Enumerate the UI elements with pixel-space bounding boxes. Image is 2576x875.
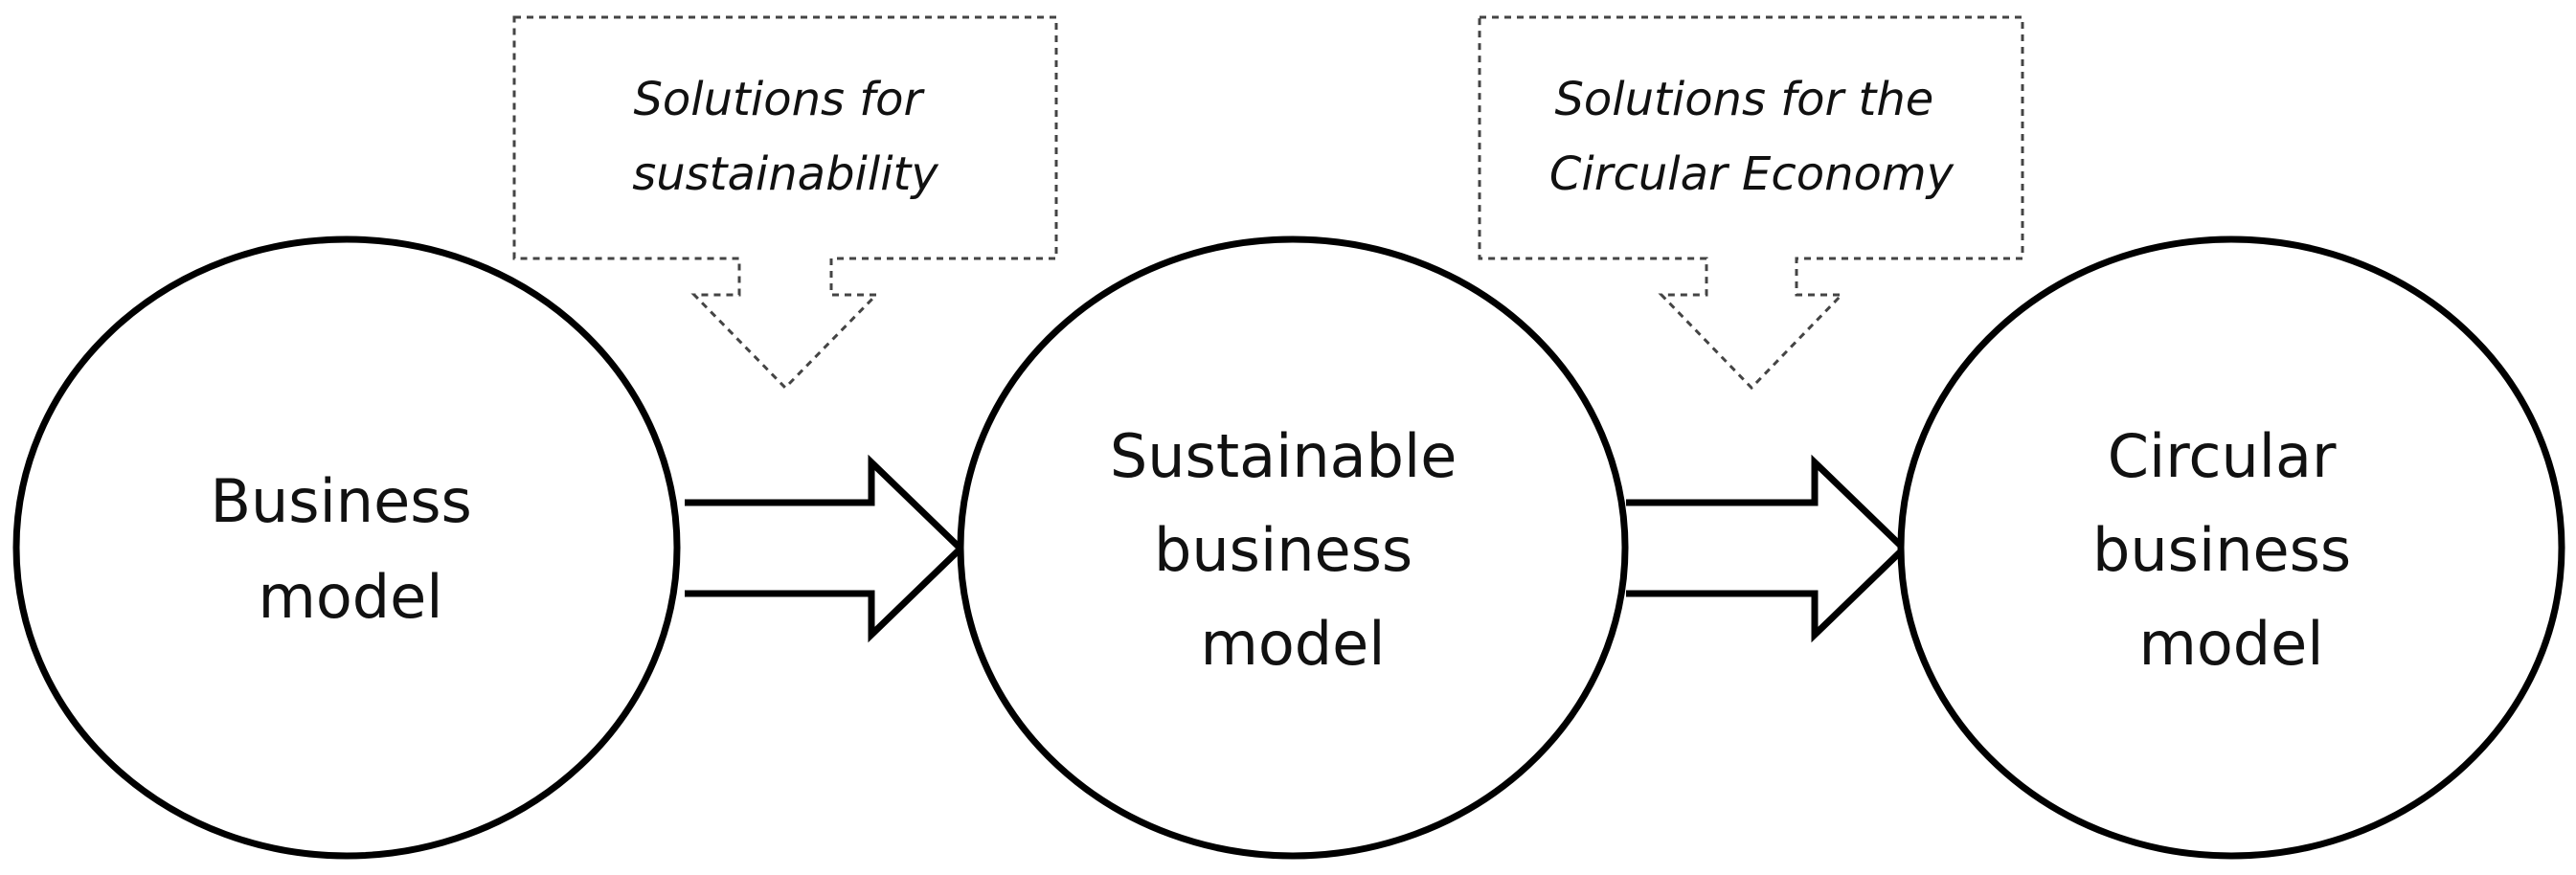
node-label-line: Sustainable — [1110, 421, 1457, 491]
svg-text:Circular business: Circular business model — [2092, 421, 2370, 679]
node-sustainable-business-model: Sustainable business model — [957, 236, 1629, 860]
svg-text:Sustainable business: Sustainable business model — [1110, 421, 1476, 679]
callout-line: sustainability — [632, 147, 938, 201]
node-business-model: Business model — [12, 236, 681, 860]
svg-text:Solutions for the Circul: Solutions for the Circular Economy — [1549, 73, 1955, 201]
node-circle — [12, 236, 681, 860]
node-label-line: model — [2138, 609, 2323, 679]
node-circle — [1897, 236, 2565, 860]
callout-solutions-for-the-circular-economy: Solutions for the Circular Economy — [1478, 15, 2024, 391]
node-label-line: model — [258, 562, 442, 632]
node-label-line: Business — [210, 466, 471, 536]
node-circular-business-model: Circular business model — [1897, 236, 2565, 860]
callout-line: Circular Economy — [1549, 147, 1955, 201]
flow-arrow-2 — [1626, 454, 1909, 643]
node-label-line: model — [1200, 609, 1385, 679]
callout-line: Solutions for — [633, 73, 925, 126]
callout-arrow-shape — [1478, 15, 2024, 391]
svg-text:Business model: Business model — [210, 466, 490, 632]
svg-text:Solutions for sustainabi: Solutions for sustainability — [632, 73, 938, 201]
flow-arrow-1 — [685, 454, 966, 643]
callout-arrow-shape — [512, 15, 1058, 391]
node-label-line: business — [2092, 515, 2351, 585]
node-label-line: business — [1154, 515, 1412, 585]
node-label-line: Circular — [2108, 421, 2337, 491]
callout-solutions-for-sustainability: Solutions for sustainability — [512, 15, 1058, 391]
callout-line: Solutions for the — [1554, 73, 1933, 126]
node-circle — [957, 236, 1629, 860]
